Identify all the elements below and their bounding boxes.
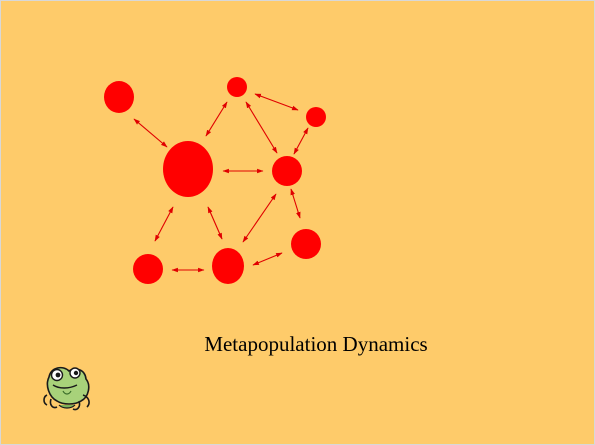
dispersal-arrow-5	[293, 127, 309, 155]
patch-middle-right	[272, 156, 302, 186]
slide-caption: Metapopulation Dynamics	[204, 332, 428, 356]
patch-bottom-left	[133, 254, 163, 284]
dispersal-arrow-7	[290, 188, 301, 219]
patch-top-left	[104, 81, 134, 113]
dispersal-arrow-8	[242, 193, 277, 243]
dispersal-arrow-10	[207, 206, 223, 240]
patch-bottom-right	[291, 229, 321, 259]
patch-bottom-center	[212, 248, 244, 284]
dispersal-arrow-12	[252, 252, 283, 266]
dispersal-arrow-9	[154, 206, 174, 242]
patch-top-right	[306, 107, 326, 127]
patch-top-center	[227, 77, 247, 97]
dispersal-arrow-2	[205, 101, 228, 137]
dispersal-arrow-1	[133, 118, 168, 148]
dispersal-arrow-4	[245, 101, 278, 154]
frog-icon	[43, 366, 90, 411]
patch-large-center	[163, 141, 213, 197]
